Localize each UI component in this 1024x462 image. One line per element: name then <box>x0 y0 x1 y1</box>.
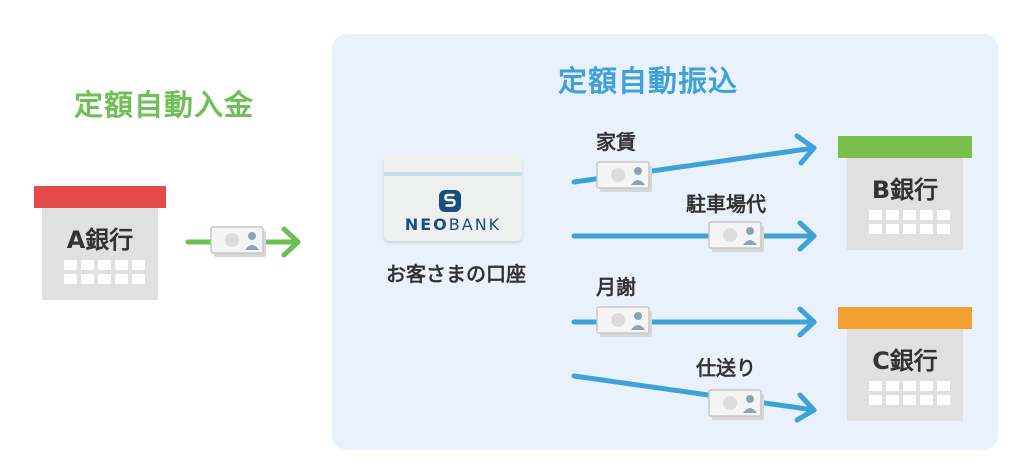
money-bill-icon <box>210 226 266 257</box>
transfer-label-parking: 駐車場代 <box>686 192 766 216</box>
transfer-label-rent: 家賃 <box>596 130 636 154</box>
neobank-logo-icon <box>439 190 461 212</box>
money-bill-icon <box>596 161 652 192</box>
bank-roof <box>838 136 972 158</box>
money-bill-icon <box>596 306 652 337</box>
auto-transfer-title: 定額自動振込 <box>558 64 739 98</box>
account-label: お客さまの口座 <box>386 262 526 286</box>
card-stripe <box>384 172 522 176</box>
transfer-label-tuition: 月謝 <box>596 275 636 299</box>
bank-roof <box>34 186 166 208</box>
source-bank-name: A銀行 <box>66 226 134 254</box>
dest-bank-c: C銀行 <box>838 307 972 421</box>
card-brand: NEOBANK <box>384 215 522 234</box>
dest-bank-b: B銀行 <box>838 136 972 250</box>
source-bank: A銀行 <box>34 186 166 300</box>
money-bill-icon <box>708 389 764 420</box>
bank-building: A銀行 <box>42 208 158 300</box>
transfer-arrow-allowance <box>571 373 817 423</box>
bank-windows <box>869 381 950 405</box>
card-brand-bank: BANK <box>448 215 502 234</box>
bank-building: B銀行 <box>847 158 963 250</box>
bank-windows <box>869 210 950 234</box>
bank-building: C銀行 <box>847 329 963 421</box>
transfer-arrow-parking <box>571 220 817 252</box>
bank-roof <box>838 307 972 329</box>
transfer-label-allowance: 仕送り <box>696 356 756 380</box>
auto-deposit-title: 定額自動入金 <box>74 88 255 122</box>
card-brand-neo: NEO <box>404 215 449 234</box>
dest-bank-c-name: C銀行 <box>872 347 938 375</box>
bank-card: NEOBANK <box>384 155 522 241</box>
money-bill-icon <box>708 221 764 252</box>
dest-bank-b-name: B銀行 <box>871 176 939 204</box>
bank-windows <box>64 260 145 284</box>
